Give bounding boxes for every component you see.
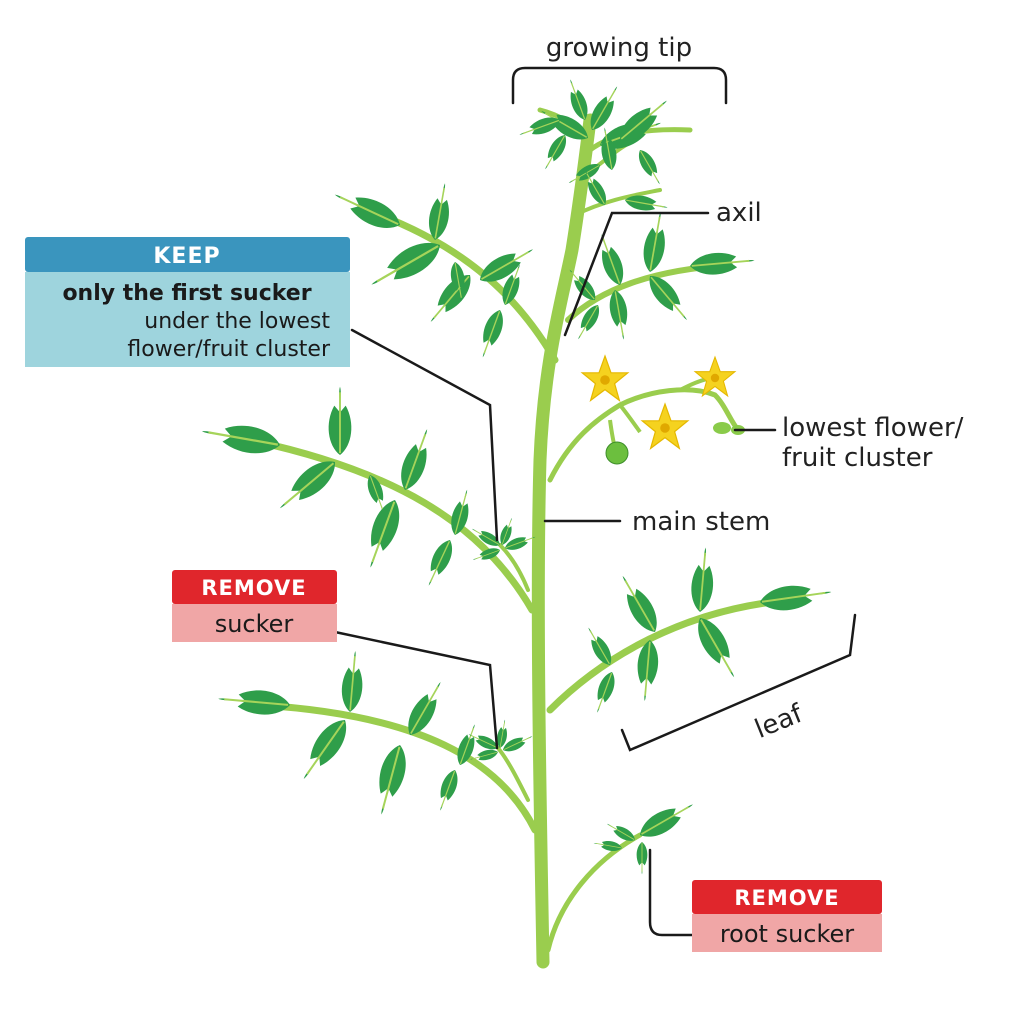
remove-root-sucker-callout: REMOVE root sucker <box>692 880 882 952</box>
middle-left-leaf <box>198 385 476 590</box>
flower <box>641 403 689 449</box>
label-main-stem: main stem <box>632 507 770 537</box>
remove-sucker-header <box>172 570 337 604</box>
keep-header-text: KEEP <box>153 244 220 269</box>
flower <box>581 355 629 401</box>
label-lowest-cluster-2: fruit cluster <box>782 443 933 473</box>
remove-root-header <box>692 880 882 914</box>
lower-left-leaf <box>216 649 483 819</box>
label-growing-tip: growing tip <box>546 33 692 63</box>
keep-body <box>25 272 350 367</box>
keep-line-3: flower/fruit cluster <box>127 337 331 362</box>
label-axil: axil <box>716 198 762 228</box>
green-fruit <box>605 441 629 465</box>
root-sucker <box>592 794 699 875</box>
growing-tip-bracket <box>511 66 728 105</box>
remove-sucker-header-text: REMOVE <box>201 576 306 600</box>
remove-sucker-callout: REMOVE sucker <box>172 570 337 642</box>
remove-root-body <box>692 914 882 952</box>
keep-line-1: only the first sucker <box>62 281 311 306</box>
label-lowest-cluster-1: lowest flower/ <box>782 413 964 443</box>
remove-sucker-body-text: sucker <box>215 610 294 638</box>
keep-leader <box>350 328 499 542</box>
keep-line-2: under the lowest <box>144 309 330 334</box>
flower-fruit-cluster <box>581 355 745 465</box>
leader-lines <box>333 66 857 937</box>
right-leaf <box>581 545 834 716</box>
main-stem <box>531 113 597 969</box>
keep-header <box>25 237 350 272</box>
keep-callout: KEEP only the first sucker under the low… <box>25 237 350 367</box>
remove-sucker-body <box>172 604 337 642</box>
flower-bud <box>713 422 731 434</box>
leaf-bracket <box>620 613 857 752</box>
remove-sucker <box>465 718 536 765</box>
remove-sucker-leader <box>333 630 499 750</box>
remove-root-body-text: root sucker <box>720 920 854 948</box>
axil-leader <box>563 211 710 337</box>
remove-root-header-text: REMOVE <box>734 886 839 910</box>
root-sucker-leader <box>648 848 697 937</box>
upper-left-leaf <box>328 180 539 361</box>
label-leaf: leaf <box>751 699 808 745</box>
